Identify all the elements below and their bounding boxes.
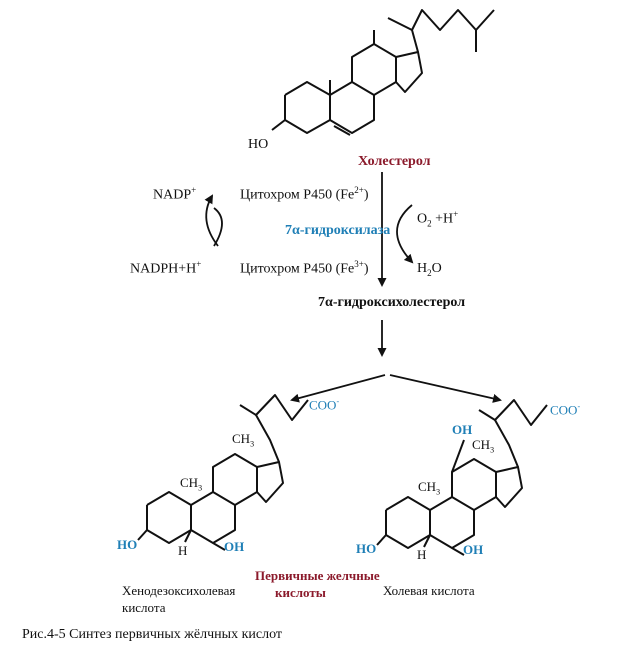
h2o-label: H2O [417, 261, 442, 278]
cholesterol-ho-label: HO [248, 137, 269, 152]
nadp-label: NADP+ [153, 185, 197, 203]
figure-caption: Рис.4-5 Синтез первичных жёлчных кислот [22, 627, 282, 642]
left-coo-label: COO- [309, 397, 340, 413]
left-h-label: H [178, 543, 188, 558]
o2-label: O2 +H+ [417, 209, 459, 229]
cyt-p450-fe3-label: Цитохром P450 (Fe3+) [240, 259, 369, 277]
chenodeoxycholic-structure [137, 394, 309, 551]
right-acid-name: Холевая кислота [383, 583, 475, 598]
left-ch3-mid-label: CH3 [180, 475, 203, 493]
cholic-structure [376, 399, 548, 556]
left-ho-label: HO [117, 537, 138, 552]
right-coo-label: COO- [550, 402, 581, 418]
reaction-arrows [204, 172, 502, 403]
cholesterol-structure [271, 9, 495, 136]
right-oh-top-label: OH [452, 422, 473, 437]
left-acid-name-line1: Хенодезоксихолевая [122, 583, 236, 598]
left-acid-name-line2: кислота [122, 600, 166, 615]
primary-bile-acids-line2: кислоты [275, 585, 326, 600]
product-7a-hydroxycholesterol: 7α-гидроксихолестерол [318, 295, 466, 310]
nadph-label: NADPH+H+ [130, 259, 202, 277]
cholesterol-name: Холестерол [358, 154, 431, 169]
right-ch3-mid-label: CH3 [418, 479, 441, 497]
right-oh-label: OH [463, 542, 484, 557]
right-ho-label: HO [356, 541, 377, 556]
right-ch3-top-label: CH3 [472, 437, 495, 455]
left-oh-label: OH [224, 539, 245, 554]
primary-bile-acids-line1: Первичные желчные [255, 568, 380, 583]
enzyme-label: 7α-гидроксилаза [285, 223, 391, 238]
left-ch3-top-label: CH3 [232, 431, 255, 449]
right-h-label: H [417, 547, 427, 562]
cyt-p450-fe2-label: Цитохром P450 (Fe2+) [240, 185, 369, 203]
